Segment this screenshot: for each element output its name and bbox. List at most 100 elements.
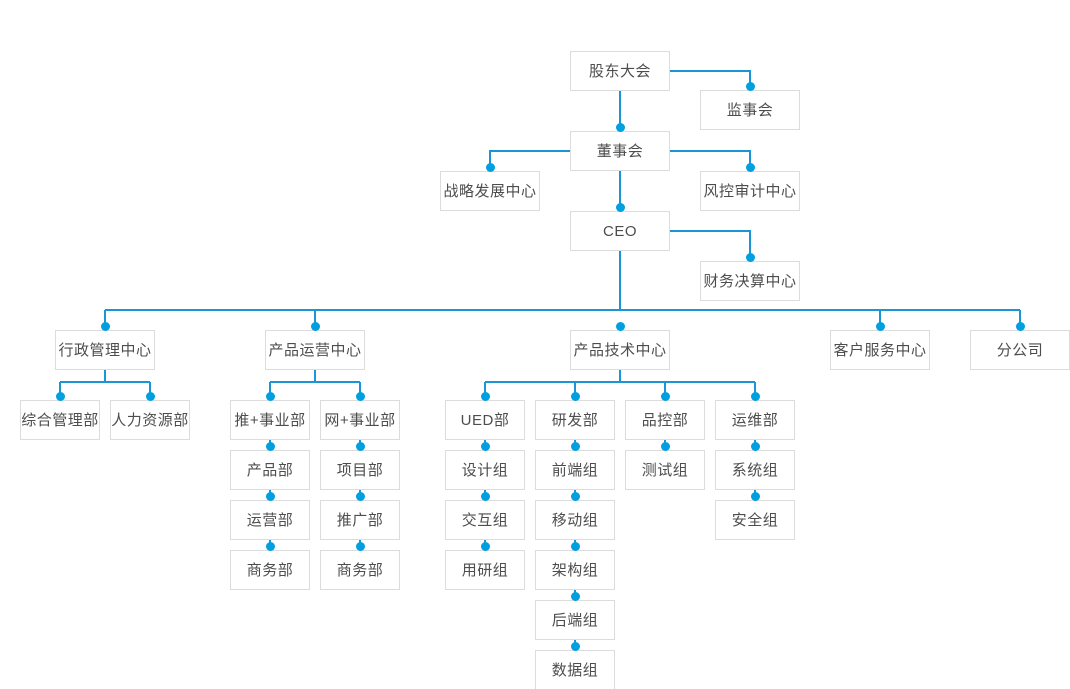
dot-branch xyxy=(1015,321,1025,331)
dot-ued2 xyxy=(480,441,490,451)
node-board[interactable]: 董事会 xyxy=(570,131,670,171)
dot-qa1 xyxy=(660,391,670,401)
node-ops_a4[interactable]: 商务部 xyxy=(230,550,310,590)
node-label: 客户服务中心 xyxy=(833,341,927,359)
node-label: 品控部 xyxy=(641,411,689,429)
node-label: 后端组 xyxy=(551,611,599,629)
dot-ops-a4 xyxy=(265,541,275,551)
node-ops_a2[interactable]: 产品部 xyxy=(230,450,310,490)
node-rd4[interactable]: 架构组 xyxy=(535,550,615,590)
node-label: 设计组 xyxy=(461,461,509,479)
node-label: 监事会 xyxy=(726,101,774,119)
node-label: 商务部 xyxy=(336,561,384,579)
node-ued3[interactable]: 交互组 xyxy=(445,500,525,540)
dot-ceo xyxy=(615,202,625,212)
node-ops_b1[interactable]: 网+事业部 xyxy=(320,400,400,440)
node-rd1[interactable]: 研发部 xyxy=(535,400,615,440)
node-ceo[interactable]: CEO xyxy=(570,211,670,251)
dot-rd4 xyxy=(570,541,580,551)
node-riskaudit[interactable]: 风控审计中心 xyxy=(700,171,800,211)
dot-ops-a3 xyxy=(265,491,275,501)
edge-board-riskaudit xyxy=(670,150,751,171)
node-label: 架构组 xyxy=(551,561,599,579)
node-label: 研发部 xyxy=(551,411,599,429)
node-admin2[interactable]: 人力资源部 xyxy=(110,400,190,440)
node-rd3[interactable]: 移动组 xyxy=(535,500,615,540)
dot-admin2 xyxy=(145,391,155,401)
node-qa2[interactable]: 测试组 xyxy=(625,450,705,490)
node-ops1[interactable]: 运维部 xyxy=(715,400,795,440)
dot-supervisors xyxy=(745,81,755,91)
node-label: 推+事业部 xyxy=(234,411,306,429)
node-label: 测试组 xyxy=(641,461,689,479)
node-supervisors[interactable]: 监事会 xyxy=(700,90,800,130)
node-ops_b3[interactable]: 推广部 xyxy=(320,500,400,540)
node-prodops[interactable]: 产品运营中心 xyxy=(265,330,365,370)
node-ops3[interactable]: 安全组 xyxy=(715,500,795,540)
dot-prodops xyxy=(310,321,320,331)
node-admin1[interactable]: 综合管理部 xyxy=(20,400,100,440)
dot-ops-b2 xyxy=(355,441,365,451)
dot-ops-b1 xyxy=(355,391,365,401)
dot-ops-b3 xyxy=(355,491,365,501)
node-label: 综合管理部 xyxy=(21,411,99,429)
dot-ops1 xyxy=(750,391,760,401)
node-label: 前端组 xyxy=(551,461,599,479)
node-label: 产品部 xyxy=(246,461,294,479)
node-label: 董事会 xyxy=(596,142,644,160)
node-rd6[interactable]: 数据组 xyxy=(535,650,615,689)
node-label: CEO xyxy=(602,222,637,240)
node-ops2[interactable]: 系统组 xyxy=(715,450,795,490)
node-label: 财务决算中心 xyxy=(703,272,797,290)
dot-board xyxy=(615,122,625,132)
node-label: 产品运营中心 xyxy=(268,341,362,359)
node-label: 网+事业部 xyxy=(324,411,396,429)
dot-qa2 xyxy=(660,441,670,451)
dot-prodtech xyxy=(615,321,625,331)
dot-ops-a1 xyxy=(265,391,275,401)
node-strategy[interactable]: 战略发展中心 xyxy=(440,171,540,211)
node-ops_b4[interactable]: 商务部 xyxy=(320,550,400,590)
dot-rd3 xyxy=(570,491,580,501)
node-ued1[interactable]: UED部 xyxy=(445,400,525,440)
node-label: 股东大会 xyxy=(588,62,651,80)
dot-ops3 xyxy=(750,491,760,501)
dot-rd1 xyxy=(570,391,580,401)
node-label: 运营部 xyxy=(246,511,294,529)
edge-ceo-finance xyxy=(670,230,751,261)
node-label: 移动组 xyxy=(551,511,599,529)
dot-rd5 xyxy=(570,591,580,601)
dot-ued1 xyxy=(480,391,490,401)
node-ops_a3[interactable]: 运营部 xyxy=(230,500,310,540)
dot-strategy xyxy=(485,162,495,172)
dot-admin xyxy=(100,321,110,331)
edge-shareholders-branchline xyxy=(670,70,751,90)
node-label: 人力资源部 xyxy=(111,411,189,429)
node-rd2[interactable]: 前端组 xyxy=(535,450,615,490)
node-branch[interactable]: 分公司 xyxy=(970,330,1070,370)
node-label: 数据组 xyxy=(551,661,599,679)
dot-ued3 xyxy=(480,491,490,501)
node-shareholders[interactable]: 股东大会 xyxy=(570,51,670,91)
node-ued4[interactable]: 用研组 xyxy=(445,550,525,590)
node-qa1[interactable]: 品控部 xyxy=(625,400,705,440)
node-label: 分公司 xyxy=(996,341,1044,359)
dot-riskaudit xyxy=(745,162,755,172)
node-ops_a1[interactable]: 推+事业部 xyxy=(230,400,310,440)
node-ued2[interactable]: 设计组 xyxy=(445,450,525,490)
node-prodtech[interactable]: 产品技术中心 xyxy=(570,330,670,370)
node-label: 用研组 xyxy=(461,561,509,579)
node-label: 项目部 xyxy=(336,461,384,479)
dot-custserv xyxy=(875,321,885,331)
node-ops_b2[interactable]: 项目部 xyxy=(320,450,400,490)
dot-ued4 xyxy=(480,541,490,551)
node-admin[interactable]: 行政管理中心 xyxy=(55,330,155,370)
dot-ops-a2 xyxy=(265,441,275,451)
node-label: 运维部 xyxy=(731,411,779,429)
dot-finance xyxy=(745,252,755,262)
node-custserv[interactable]: 客户服务中心 xyxy=(830,330,930,370)
node-rd5[interactable]: 后端组 xyxy=(535,600,615,640)
dot-admin1 xyxy=(55,391,65,401)
node-finance[interactable]: 财务决算中心 xyxy=(700,261,800,301)
dot-rd6 xyxy=(570,641,580,651)
